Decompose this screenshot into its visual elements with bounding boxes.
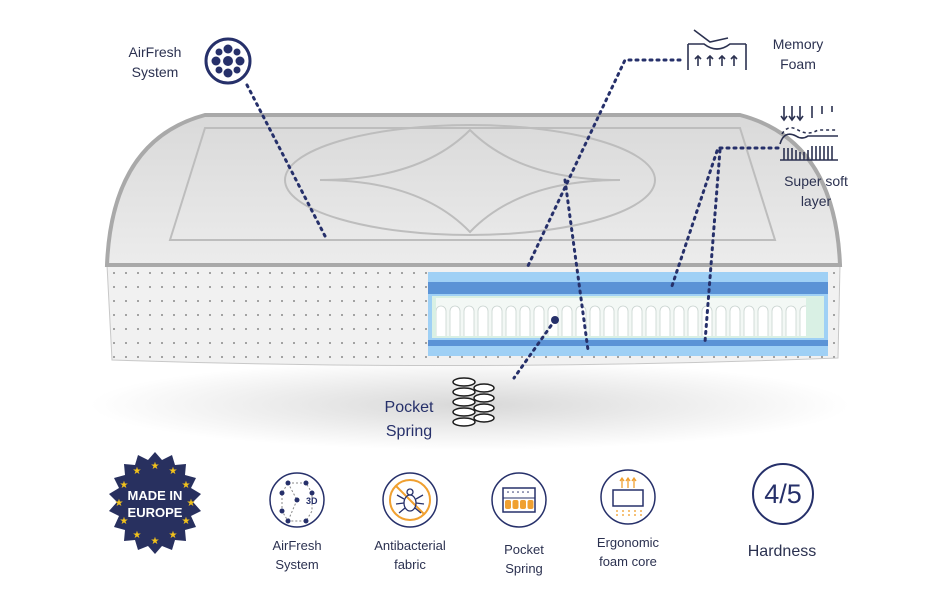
svg-text:★: ★	[115, 498, 124, 509]
callout-super-soft: Super soft layer	[772, 171, 860, 211]
callout-lines	[245, 58, 780, 380]
badge-line1: MADE IN	[128, 488, 183, 503]
svg-text:★: ★	[133, 530, 142, 541]
pocket-spring-coils-icon	[452, 377, 495, 427]
antibacterial-icon	[382, 472, 438, 528]
svg-text:★: ★	[182, 516, 191, 527]
mattress-cross-section	[428, 272, 828, 356]
feature-airfresh-line1: AirFresh	[272, 538, 322, 553]
svg-text:★: ★	[133, 466, 142, 477]
airfresh-3d-icon: 3D	[269, 472, 325, 528]
feature-ergonomic-line2: foam core	[599, 554, 657, 569]
callout-super-soft-line1: Super soft	[784, 173, 848, 189]
svg-text:★: ★	[120, 480, 129, 491]
feature-airfresh-line2: System	[275, 557, 319, 572]
made-in-europe-badge: ★ ★ ★ ★ ★ ★ ★ ★ ★ ★ ★ ★ MADE IN EUROPE	[109, 452, 201, 554]
callout-airfresh-line1: AirFresh	[128, 44, 182, 60]
callout-super-soft-line2: layer	[800, 193, 832, 209]
feature-ergonomic-line1: Ergonomic	[596, 535, 660, 550]
svg-text:★: ★	[169, 466, 178, 477]
feature-antibacterial-line1: Antibacterial	[374, 538, 446, 553]
feature-pocket-spring-line1: Pocket	[504, 542, 544, 557]
hardness-rating: 4/5	[752, 463, 814, 525]
hardness-label: Hardness	[747, 543, 817, 560]
mattress-top	[104, 113, 843, 267]
super-soft-layer-icon	[779, 106, 838, 161]
star-icons: ★ ★ ★ ★ ★ ★ ★ ★ ★ ★ ★ ★	[115, 461, 196, 547]
svg-text:★: ★	[151, 461, 160, 472]
memory-foam-icon	[687, 29, 747, 70]
svg-text:★: ★	[151, 536, 160, 547]
feature-pocket-spring-label: Pocket Spring	[469, 540, 579, 578]
feature-airfresh-label: AirFresh System	[242, 536, 352, 574]
svg-text:★: ★	[187, 498, 196, 509]
svg-text:★: ★	[120, 516, 129, 527]
svg-text:★: ★	[169, 530, 178, 541]
icon-3d-text: 3D	[306, 496, 318, 506]
callout-memory-foam-line2: Foam	[780, 56, 816, 72]
airfresh-icon	[204, 37, 252, 85]
callout-airfresh-line2: System	[131, 64, 179, 80]
callout-pocket-spring-line1: Pocket	[384, 399, 434, 416]
pocket-spring-icon	[491, 472, 547, 528]
callout-memory-foam-line1: Memory	[772, 36, 824, 52]
feature-antibacterial-line2: fabric	[394, 557, 426, 572]
callout-memory-foam: Memory Foam	[758, 34, 838, 74]
callout-pocket-spring-line2: Spring	[385, 423, 433, 440]
svg-text:★: ★	[182, 480, 191, 491]
feature-antibacterial-label: Antibacterial fabric	[355, 536, 465, 574]
feature-ergonomic-label: Ergonomic foam core	[573, 533, 683, 571]
feature-pocket-spring-line2: Spring	[505, 561, 543, 576]
ergonomic-foam-icon	[600, 469, 656, 525]
hardness-value: 4/5	[764, 478, 802, 509]
callout-pocket-spring: Pocket Spring	[370, 396, 448, 444]
callout-airfresh: AirFresh System	[115, 42, 195, 82]
badge-line2: EUROPE	[128, 505, 183, 520]
